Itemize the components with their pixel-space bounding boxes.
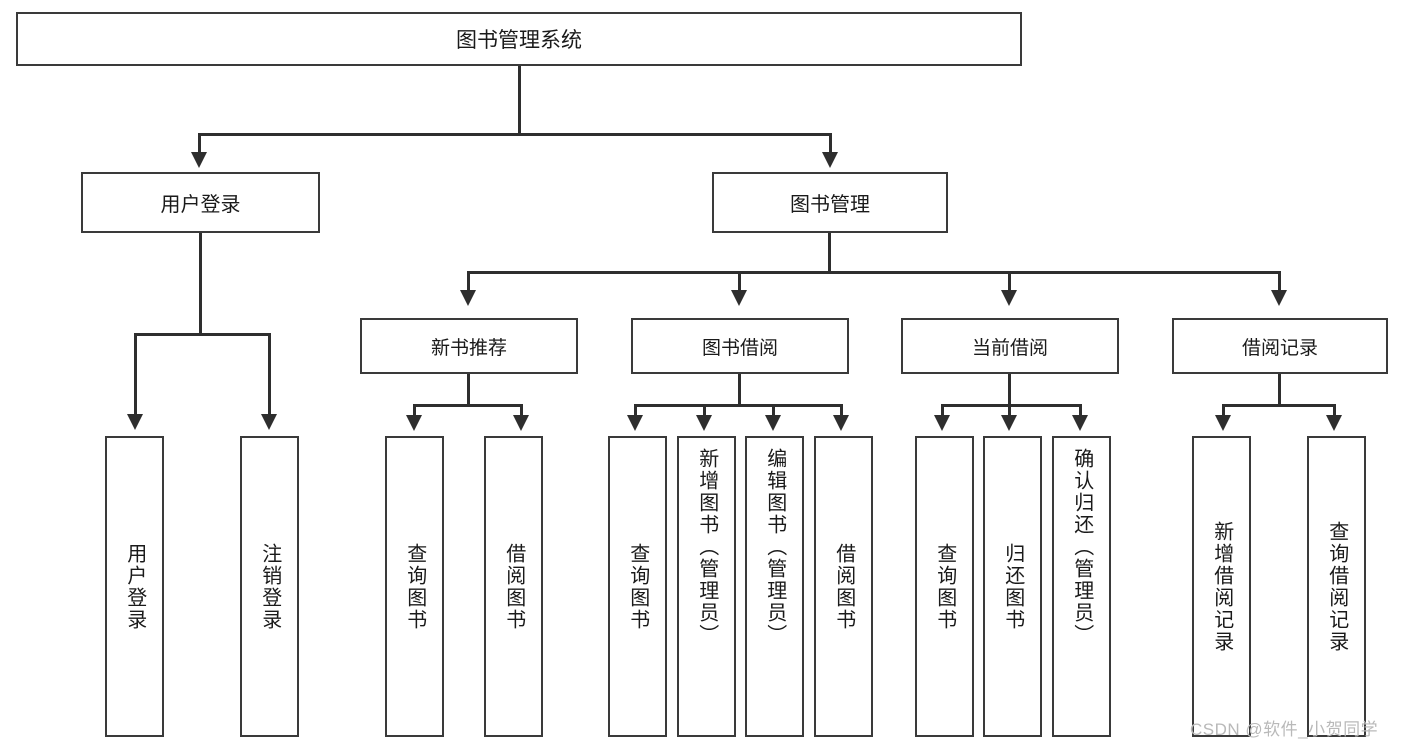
leaf-query-book-current[interactable]: 查询图书 bbox=[915, 436, 974, 737]
connector-current-borrow-c2 bbox=[1008, 404, 1011, 418]
connector-user-login-child1 bbox=[134, 333, 137, 417]
arrow-user-login-child1 bbox=[127, 414, 143, 430]
arrow-to-user-login bbox=[191, 152, 207, 168]
arrow-book-borrow-c4 bbox=[833, 415, 849, 431]
leaf-label: 借阅图书 bbox=[832, 542, 855, 631]
leaf-label: 查询图书 bbox=[403, 542, 426, 631]
connector-borrow-record-c2 bbox=[1333, 404, 1336, 418]
leaf-label: 借阅图书 bbox=[502, 542, 525, 631]
node-label: 图书管理系统 bbox=[456, 29, 582, 52]
node-label: 借阅记录 bbox=[1241, 337, 1318, 359]
leaf-label: 归还图书 bbox=[1001, 542, 1024, 631]
leaf-label: 编辑图书（管理员） bbox=[763, 448, 786, 646]
arrow-new-book-c2 bbox=[513, 415, 529, 431]
leaf-query-book-recommend[interactable]: 查询图书 bbox=[385, 436, 444, 737]
arrow-to-new-book bbox=[460, 290, 476, 306]
node-label: 用户登录 bbox=[160, 194, 241, 216]
arrow-user-login-child2 bbox=[261, 414, 277, 430]
leaf-label: 注销登录 bbox=[258, 542, 281, 631]
connector-root-bar bbox=[198, 133, 832, 136]
connector-to-book-manage bbox=[829, 133, 832, 155]
node-label: 图书管理 bbox=[790, 194, 870, 216]
leaf-label: 用户登录 bbox=[123, 542, 146, 631]
leaf-return-book[interactable]: 归还图书 bbox=[983, 436, 1042, 737]
arrow-book-borrow-c1 bbox=[627, 415, 643, 431]
arrow-borrow-record-c1 bbox=[1215, 415, 1231, 431]
connector-current-borrow-c3 bbox=[1079, 404, 1082, 418]
connector-user-login-stem bbox=[199, 233, 202, 336]
node-label: 当前借阅 bbox=[971, 337, 1048, 359]
arrow-to-book-manage bbox=[822, 152, 838, 168]
leaf-label: 确认归还（管理员） bbox=[1070, 448, 1093, 646]
connector-borrow-record-c1 bbox=[1222, 404, 1225, 418]
node-borrow-record[interactable]: 借阅记录 bbox=[1172, 318, 1388, 374]
connector-user-login-child2 bbox=[268, 333, 271, 417]
node-new-book-recommend[interactable]: 新书推荐 bbox=[360, 318, 578, 374]
connector-book-borrow-c3 bbox=[772, 404, 775, 418]
leaf-edit-book-admin[interactable]: 编辑图书（管理员） bbox=[745, 436, 804, 737]
arrow-current-borrow-c3 bbox=[1072, 415, 1088, 431]
arrow-to-current-borrow bbox=[1001, 290, 1017, 306]
connector-user-login-bar bbox=[134, 333, 271, 336]
watermark-text: CSDN @软件_小贺同学 bbox=[1190, 720, 1379, 739]
arrow-to-borrow-record bbox=[1271, 290, 1287, 306]
node-user-login[interactable]: 用户登录 bbox=[81, 172, 320, 233]
arrow-new-book-c1 bbox=[406, 415, 422, 431]
connector-book-borrow-bar bbox=[634, 404, 842, 407]
connector-book-borrow-stem bbox=[738, 374, 741, 406]
connector-borrow-record-bar bbox=[1222, 404, 1336, 407]
connector-book-manage-bar bbox=[467, 271, 1281, 274]
node-root-system[interactable]: 图书管理系统 bbox=[16, 12, 1022, 66]
leaf-add-book-admin[interactable]: 新增图书（管理员） bbox=[677, 436, 736, 737]
node-current-borrow[interactable]: 当前借阅 bbox=[901, 318, 1119, 374]
connector-new-book-stem bbox=[467, 374, 470, 406]
leaf-confirm-return-admin[interactable]: 确认归还（管理员） bbox=[1052, 436, 1111, 737]
node-book-management[interactable]: 图书管理 bbox=[712, 172, 948, 233]
arrow-borrow-record-c2 bbox=[1326, 415, 1342, 431]
node-book-borrow[interactable]: 图书借阅 bbox=[631, 318, 849, 374]
connector-borrow-record-stem bbox=[1278, 374, 1281, 406]
leaf-user-login[interactable]: 用户登录 bbox=[105, 436, 164, 737]
node-label: 图书借阅 bbox=[701, 337, 778, 359]
connector-new-book-c2 bbox=[520, 404, 523, 418]
connector-book-manage-stem bbox=[828, 233, 831, 273]
leaf-logout[interactable]: 注销登录 bbox=[240, 436, 299, 737]
connector-book-borrow-c1 bbox=[634, 404, 637, 418]
leaf-label: 查询图书 bbox=[933, 542, 956, 631]
connector-book-borrow-c4 bbox=[840, 404, 843, 418]
arrow-book-borrow-c3 bbox=[765, 415, 781, 431]
connector-new-book-bar bbox=[413, 404, 523, 407]
connector-new-book-c1 bbox=[413, 404, 416, 418]
leaf-label: 新增借阅记录 bbox=[1210, 520, 1233, 653]
leaf-label: 查询图书 bbox=[626, 542, 649, 631]
leaf-query-book-borrow[interactable]: 查询图书 bbox=[608, 436, 667, 737]
connector-current-borrow-bar bbox=[941, 404, 1082, 407]
arrow-to-book-borrow bbox=[731, 290, 747, 306]
connector-to-borrow-record bbox=[1278, 271, 1281, 293]
arrow-current-borrow-c2 bbox=[1001, 415, 1017, 431]
leaf-label: 查询借阅记录 bbox=[1325, 520, 1348, 653]
leaf-borrow-book-recommend[interactable]: 借阅图书 bbox=[484, 436, 543, 737]
connector-current-borrow-c1 bbox=[941, 404, 944, 418]
connector-to-current-borrow bbox=[1008, 271, 1011, 293]
leaf-borrow-book[interactable]: 借阅图书 bbox=[814, 436, 873, 737]
connector-book-borrow-c2 bbox=[703, 404, 706, 418]
arrow-current-borrow-c1 bbox=[934, 415, 950, 431]
connector-to-book-borrow bbox=[738, 271, 741, 293]
connector-to-user-login bbox=[198, 133, 201, 155]
connector-root-stem bbox=[518, 66, 521, 135]
leaf-query-borrow-record[interactable]: 查询借阅记录 bbox=[1307, 436, 1366, 737]
connector-current-borrow-stem bbox=[1008, 374, 1011, 406]
leaf-label: 新增图书（管理员） bbox=[695, 448, 718, 646]
connector-to-new-book bbox=[467, 271, 470, 293]
node-label: 新书推荐 bbox=[430, 337, 507, 359]
leaf-add-borrow-record[interactable]: 新增借阅记录 bbox=[1192, 436, 1251, 737]
arrow-book-borrow-c2 bbox=[696, 415, 712, 431]
